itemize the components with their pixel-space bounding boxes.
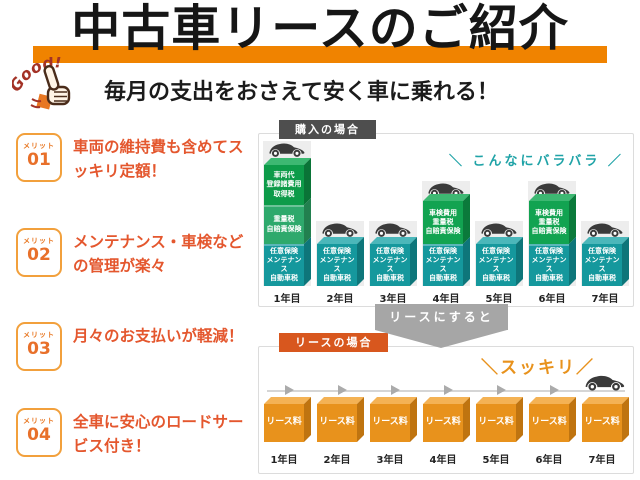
thumbs-up-hand — [30, 65, 71, 110]
lease-fee-box: リース料 — [423, 397, 470, 442]
year-label: 6年目 — [538, 294, 566, 305]
purchase-annotation: ＼ こんなにバラバラ ／ — [449, 154, 624, 169]
cost-block-running: 任意保険 メンテナンス 自動車税 — [529, 237, 576, 286]
year-column-4: 車検費用 重量税 自賠責保険 任意保険 メンテナンス 自動車税 — [422, 181, 470, 286]
year-label: 4年目 — [429, 455, 457, 466]
timeline-arrow-icon — [444, 385, 453, 395]
merit-item-04: メリット 04 全車に安心のロードサービス付き！ — [16, 408, 252, 458]
lease-panel: リースの場合 ＼スッキリ／ リース料 リース料 リース料 リース料 リース料 リ… — [258, 333, 634, 474]
merit-badge: メリット 03 — [16, 322, 62, 371]
cost-block-running: 任意保険 メンテナンス 自動車税 — [370, 237, 417, 286]
lease-annotation: ＼スッキリ／ — [481, 358, 595, 378]
lease-fee-box: リース料 — [529, 397, 576, 442]
lease-panel-label: リースの場合 — [279, 333, 389, 352]
car-icon — [322, 223, 358, 237]
year-column-2: 任意保険 メンテナンス 自動車税 — [316, 221, 364, 286]
merit-number: 03 — [27, 339, 51, 359]
cost-block-running: 任意保険 メンテナンス 自動車税 — [423, 237, 470, 286]
year-label: 3年目 — [379, 294, 407, 305]
timeline-arrow-icon — [550, 385, 559, 395]
transition-arrow-down — [375, 330, 507, 348]
car-icon — [269, 143, 305, 157]
merit-badge-caption: メリット — [23, 417, 55, 425]
merit-text: 車両の維持費も含めてスッキリ定額！ — [73, 138, 244, 181]
cost-block-initial: 車両代 登録諸費用 取得税 — [264, 158, 311, 205]
merit-text: 月々のお支払いが軽減！ — [73, 327, 244, 345]
cost-block-inspection: 車検費用 重量税 自賠責保険 — [423, 194, 470, 244]
merit-text: メンテナンス・車検などの管理が楽々 — [73, 233, 244, 276]
year-column-1: 車両代 登録諸費用 取得税 重量税 自賠責保険 任意保険 メンテナンス 自動車税 — [263, 141, 311, 286]
lease-fee-box: リース料 — [370, 397, 417, 442]
year-label: 2年目 — [323, 455, 351, 466]
year-column-5: 任意保険 メンテナンス 自動車税 — [475, 221, 523, 286]
merit-badge-caption: メリット — [23, 331, 55, 339]
year-label: 4年目 — [432, 294, 460, 305]
purchase-panel: 購入の場合 ＼ こんなにバラバラ ／ 車両代 登録諸費用 取得税 重量税 自賠責… — [258, 120, 634, 307]
year-label: 5年目 — [482, 455, 510, 466]
page-title: 中古車リースのご紹介 — [71, 0, 569, 57]
transition-banner: リースにすると — [375, 304, 508, 330]
year-label: 7年目 — [588, 455, 616, 466]
lease-fee-box: リース料 — [476, 397, 523, 442]
car-icon — [375, 223, 411, 237]
cost-block-biennial: 重量税 自賠責保険 — [264, 198, 311, 244]
year-label: 2年目 — [326, 294, 354, 305]
cost-block-running: 任意保険 メンテナンス 自動車税 — [582, 237, 629, 286]
merit-item-02: メリット 02 メンテナンス・車検などの管理が楽々 — [16, 228, 252, 278]
purchase-panel-label: 購入の場合 — [279, 120, 376, 139]
year-label: 6年目 — [535, 455, 563, 466]
year-label: 1年目 — [273, 294, 301, 305]
timeline-arrow-icon — [391, 385, 400, 395]
timeline-arrow-icon — [338, 385, 347, 395]
timeline-arrow-icon — [285, 385, 294, 395]
car-icon — [585, 375, 625, 391]
merit-item-01: メリット 01 車両の維持費も含めてスッキリ定額！ — [16, 133, 252, 183]
merit-badge-caption: メリット — [23, 142, 55, 150]
cost-block-running: 任意保険 メンテナンス 自動車税 — [476, 237, 523, 286]
lease-fee-box: リース料 — [264, 397, 311, 442]
merit-item-03: メリット 03 月々のお支払いが軽減！ — [16, 322, 252, 371]
lease-fee-box: リース料 — [582, 397, 629, 442]
merit-number: 04 — [27, 425, 51, 445]
merit-badge: メリット 02 — [16, 228, 62, 277]
cost-block-running: 任意保険 メンテナンス 自動車税 — [317, 237, 364, 286]
car-icon — [587, 223, 623, 237]
merit-badge: メリット 04 — [16, 408, 62, 457]
year-column-3: 任意保険 メンテナンス 自動車税 — [369, 221, 417, 286]
year-column-7: 任意保険 メンテナンス 自動車税 — [581, 221, 629, 286]
cost-block-running: 任意保険 メンテナンス 自動車税 — [264, 237, 311, 286]
merit-number: 01 — [27, 150, 51, 170]
year-label: 5年目 — [485, 294, 513, 305]
merit-text: 全車に安心のロードサービス付き！ — [73, 413, 244, 456]
timeline-arrow-icon — [497, 385, 506, 395]
merit-number: 02 — [27, 245, 51, 265]
title-highlight-bar — [33, 46, 607, 63]
good-thumbs-up-icon: Good! — [12, 57, 71, 110]
car-icon — [481, 223, 517, 237]
cost-block-inspection: 車検費用 重量税 自賠責保険 — [529, 194, 576, 244]
year-label: 3年目 — [376, 455, 404, 466]
year-label: 1年目 — [270, 455, 298, 466]
lease-fee-box: リース料 — [317, 397, 364, 442]
tagline-text: 毎月の支出をおさえて安く車に乗れる！ — [104, 80, 499, 105]
year-label: 7年目 — [591, 294, 619, 305]
merit-badge-caption: メリット — [23, 237, 55, 245]
merit-badge: メリット 01 — [16, 133, 62, 182]
year-column-6: 車検費用 重量税 自賠責保険 任意保険 メンテナンス 自動車税 — [528, 181, 576, 286]
